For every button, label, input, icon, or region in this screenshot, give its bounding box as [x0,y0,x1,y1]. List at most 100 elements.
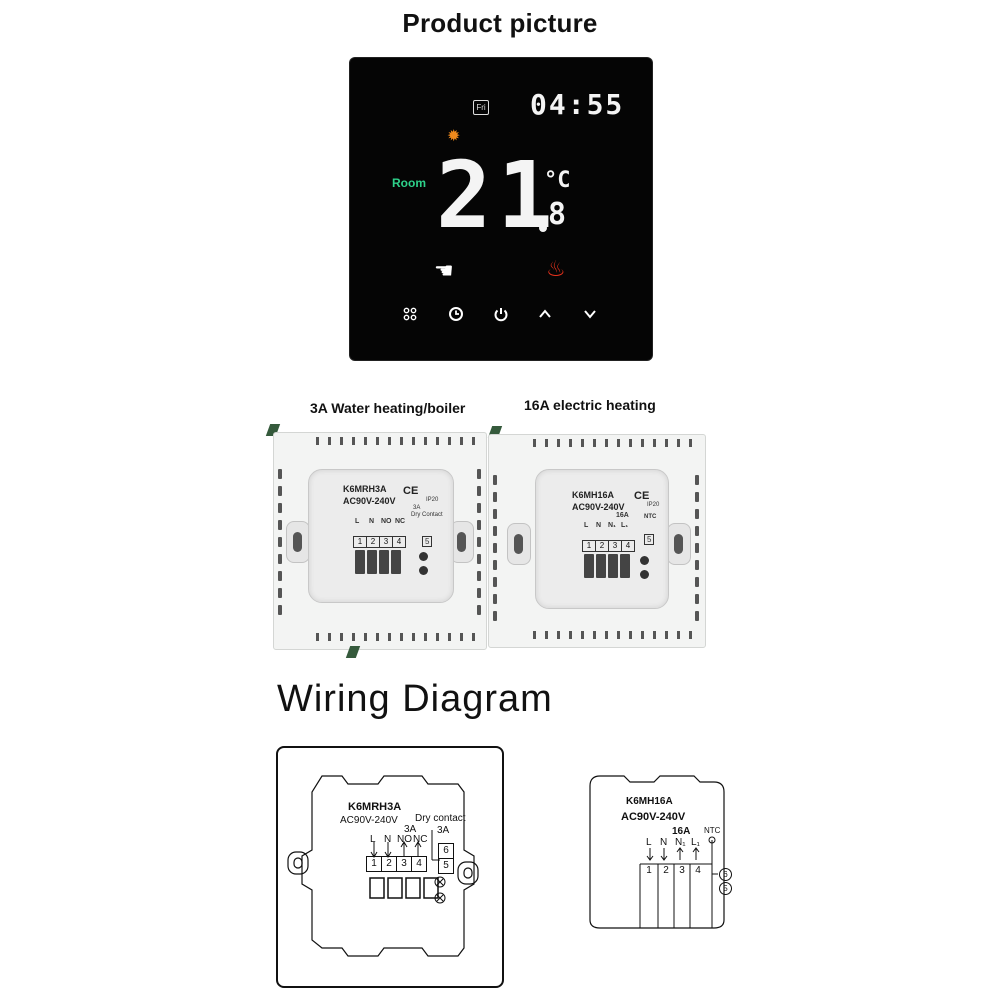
vent-bottom [316,633,475,641]
menu-grid-icon[interactable] [398,302,422,326]
terminal-module: K6MRH3A AC90V-240V CE IP20 3A Dry Contac… [308,469,454,603]
terminal-number: 1 [583,541,596,551]
terminal-label-nc: NC [413,834,428,845]
terminal-number: 4 [416,858,422,869]
terminal-label-no: NO [397,834,412,845]
current-rating: 16A [672,826,691,837]
aux-terminal: 5 [719,882,732,895]
voltage-rating: AC90V-240V [572,502,625,512]
ip-rating: IP20 [426,497,439,503]
terminal-label-n1: N₁ [675,837,686,848]
vent-top [533,439,692,447]
screw [419,552,428,561]
current-rating: 3A [413,505,421,511]
terminal-five: 5 [644,534,655,545]
terminal-number: 2 [596,541,609,551]
terminal-label-no: NO [381,518,392,525]
terminal-label-n: N [369,518,375,525]
voltage-rating: AC90V-240V [621,811,686,823]
terminal-number: 3 [609,541,622,551]
room-label: Room [392,176,426,190]
wiring-diagram-title: Wiring Diagram [277,678,553,720]
terminal-block[interactable] [584,554,630,578]
aux-terminal: 6 [719,868,732,881]
wiring-diagram-3a-outline [287,775,479,957]
vent-right [477,469,481,615]
terminal-number: 5 [443,860,449,871]
terminal-module: K6MH16A AC90V-240V CE IP20 16A NTC L N N… [535,469,669,609]
screw-ear-left [286,521,310,563]
terminal-number: 2 [367,537,380,547]
terminal-numbers: 1 2 3 4 [366,856,427,872]
terminal-label-l: L [646,837,652,848]
ntc-label: NTC [704,826,721,835]
model-code: K6MRH3A [343,484,387,494]
voltage-rating: AC90V-240V [343,496,396,506]
model-code: K6MH16A [572,490,615,500]
terminal-number: 4 [695,865,701,876]
model-code: K6MH16A [626,796,673,807]
terminal-label-n: N [384,834,392,845]
screw-ear-left [507,523,531,565]
terminal-number: 4 [625,541,631,550]
contact-type: Dry contact [415,813,466,824]
current-rating-b: 3A [437,825,450,836]
terminal-label-l: L [355,518,360,525]
model-label-16a: 16A electric heating [524,397,656,413]
hand-icon: ☚ [434,258,454,283]
terminal-label-l: L [584,522,589,529]
current-rating-a: 3A [404,824,417,835]
thermostat-back-16a: K6MH16A AC90V-240V CE IP20 16A NTC L N N… [488,434,706,648]
terminal-numbers: 1 2 3 4 [640,864,706,878]
vent-left [278,469,282,615]
terminal-number: 4 [396,537,402,546]
terminal-number: 3 [380,537,393,547]
terminal-numbers: 1 2 3 4 [353,536,406,548]
terminal-label-l: L [370,834,376,845]
thermostat-back-3a: K6MRH3A AC90V-240V CE IP20 3A Dry Contac… [273,432,487,650]
terminal-number: 1 [646,865,652,876]
temperature-decimal: 8 [548,197,567,232]
terminal-label-nc: NC [395,518,406,525]
model-label-3a: 3A Water heating/boiler [310,400,466,416]
vent-bottom [533,631,692,639]
terminal-label-n: N [660,837,668,848]
aux-terminals: 6 5 [438,843,454,874]
screw [640,556,649,565]
terminal-number: 2 [382,857,397,871]
decimal-point [539,224,547,232]
terminal-label-n1: N₁ [608,522,616,529]
terminal-label-l1: L₁ [621,522,629,529]
contact-type: Dry Contact [411,512,443,518]
terminal-numbers: 1 2 3 4 [582,540,635,552]
ce-mark: CE [403,485,419,497]
terminal-number: 2 [663,865,669,876]
terminal-number: 1 [354,537,367,547]
clock-icon[interactable] [444,302,468,326]
day-badge: Fri [473,100,489,115]
power-icon[interactable] [489,302,513,326]
terminal-number: 6 [439,844,453,859]
ip-rating: IP20 [647,502,660,508]
terminal-five: 5 [422,536,433,547]
terminal-block[interactable] [355,550,401,574]
screw-ear-right [667,523,691,565]
temperature-integer: 21 [436,142,559,249]
terminal-number: 1 [367,857,382,871]
arrow-down-icon[interactable] [578,302,602,326]
terminal-label-l1: L₁ [691,837,700,848]
thermostat-panel: Fri 04:55 ✹ Room 21 °C 8 ☚ ♨ [350,58,652,360]
wiring-diagram-16a-outline [589,775,725,929]
vent-left [493,475,497,621]
terminal-number: 3 [679,865,685,876]
terminal-number: 3 [397,857,412,871]
temperature-unit: °C [544,168,571,193]
sun-icon: ✹ [447,128,461,145]
page-title: Product picture [402,8,598,38]
ntc-label: NTC [644,514,657,520]
flame-icon: ♨ [546,256,566,281]
ce-mark: CE [634,490,650,502]
arrow-up-icon[interactable] [533,302,557,326]
terminal-label-n: N [596,522,602,529]
vent-right [695,475,699,621]
